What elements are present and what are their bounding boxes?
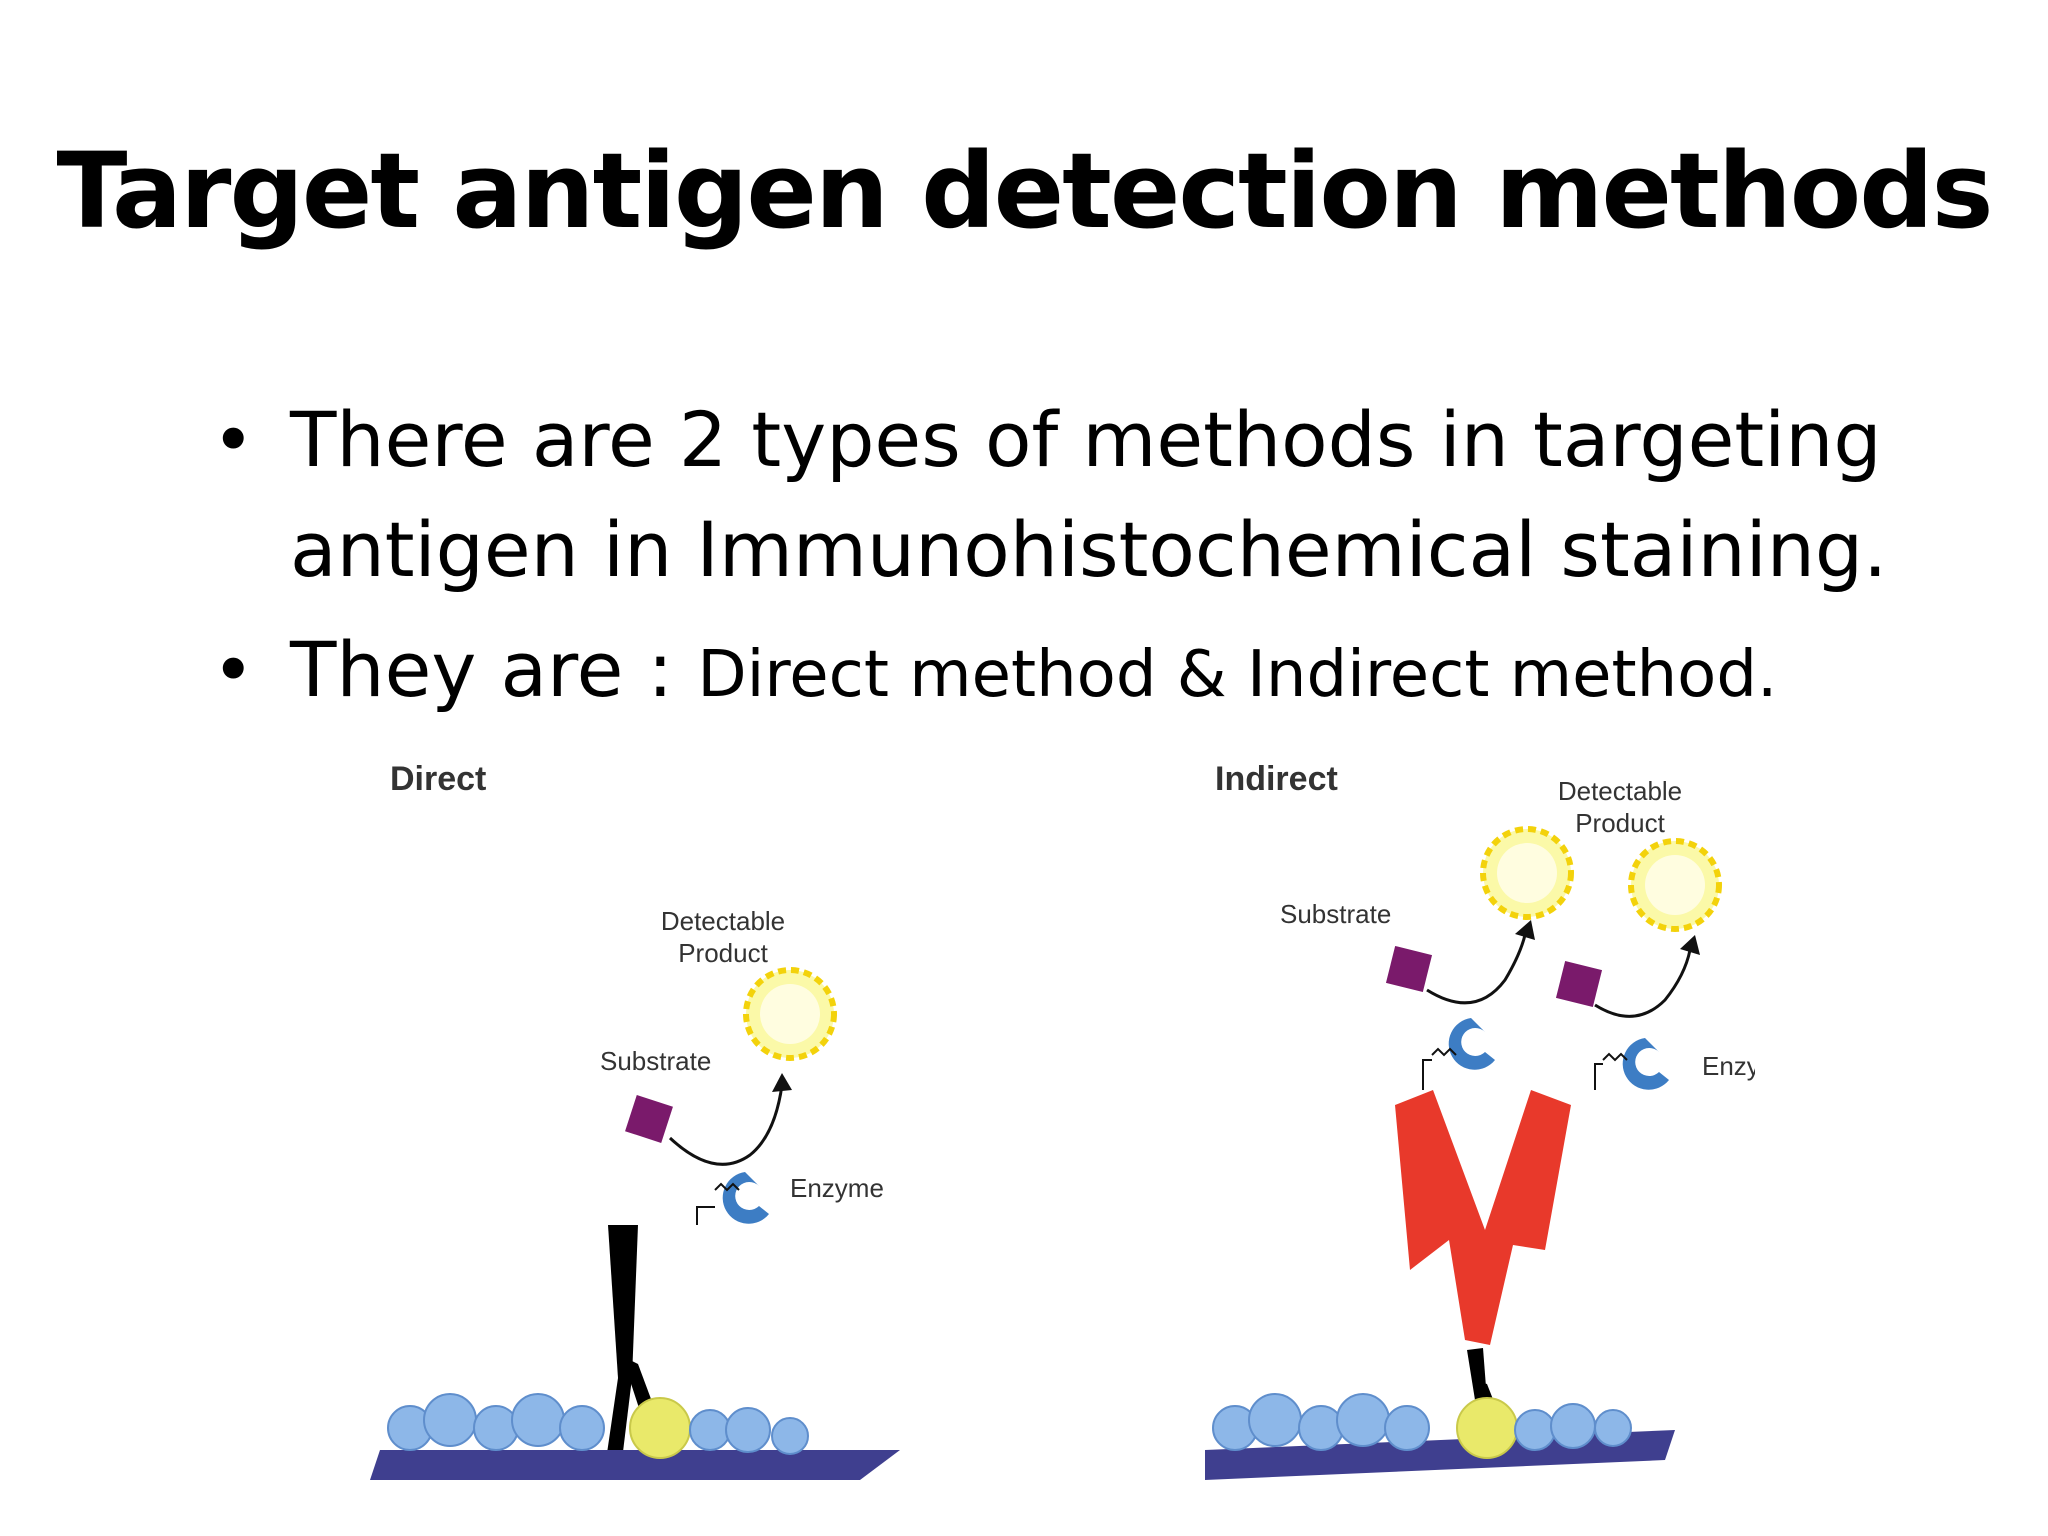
product-label-line2: Product [678, 938, 768, 968]
indirect-diagram-title: Indirect [1215, 760, 1338, 798]
reaction-arrow-icon [668, 1084, 784, 1166]
substrate-icon [1385, 945, 1433, 993]
indirect-method-diagram: Indirect Detectable Product Substrate En… [1195, 760, 1796, 1480]
detectable-product-icon [743, 967, 837, 1061]
arrowhead-icon [1515, 920, 1535, 940]
reaction-arrow-icon [1594, 949, 1692, 1018]
arrowhead-icon [1680, 935, 1700, 955]
linker-elbow-icon [696, 1206, 715, 1225]
secondary-antibody-icon [1395, 1090, 1571, 1345]
bullet-item: • There are 2 types of methods in target… [212, 385, 1912, 605]
direct-diagram-title: Direct [390, 760, 486, 798]
direct-diagram-svg: Direct Detectable Product Substrate Enzy… [370, 760, 900, 1480]
substrate-icon [625, 1095, 673, 1143]
tissue-section-icon [370, 1393, 900, 1480]
product-label-line1: Detectable [1558, 776, 1682, 806]
slide-title: Target antigen detection methods [56, 130, 1993, 252]
arrowhead-icon [772, 1073, 792, 1092]
direct-method-diagram: Direct Detectable Product Substrate Enzy… [370, 760, 930, 1480]
linker-elbow-icon [1594, 1063, 1603, 1090]
substrate-icon [1555, 960, 1603, 1008]
detectable-product-icon [1628, 838, 1722, 932]
bullet-text: They are : Direct method & Indirect meth… [290, 625, 1777, 714]
linker-icon [1431, 1047, 1457, 1057]
substrate-label: Substrate [1280, 899, 1391, 929]
enzyme-label: Enzyme [1702, 1051, 1755, 1081]
substrate-label: Substrate [600, 1046, 711, 1076]
antigen-icon [1456, 1397, 1518, 1459]
bullet-text-methods: Direct method & Indirect method. [697, 638, 1778, 712]
bullet-text-main: They are : [290, 625, 698, 714]
product-label-line1: Detectable [661, 906, 785, 936]
enzyme-icon [1622, 1038, 1669, 1090]
bullet-dot-icon: • [212, 628, 255, 712]
reaction-arrow-icon [1426, 934, 1527, 1005]
antigen-icon [629, 1397, 691, 1459]
bullet-list: • There are 2 types of methods in target… [212, 385, 1912, 740]
enzyme-label: Enzyme [790, 1173, 884, 1203]
linker-elbow-icon [1422, 1059, 1432, 1090]
bullet-text: There are 2 types of methods in targetin… [290, 395, 1888, 594]
linker-icon [1602, 1052, 1628, 1062]
enzyme-icon [1448, 1018, 1495, 1070]
indirect-diagram-svg: Indirect Detectable Product Substrate En… [1205, 760, 1796, 1480]
bullet-dot-icon: • [212, 398, 255, 482]
detectable-product-icon [1480, 826, 1574, 920]
tissue-section-icon [1205, 1393, 1675, 1480]
bullet-item: • They are : Direct method & Indirect me… [212, 615, 1912, 730]
linker-icon [714, 1182, 740, 1192]
product-label-line2: Product [1575, 808, 1665, 838]
enzyme-icon [722, 1172, 769, 1224]
